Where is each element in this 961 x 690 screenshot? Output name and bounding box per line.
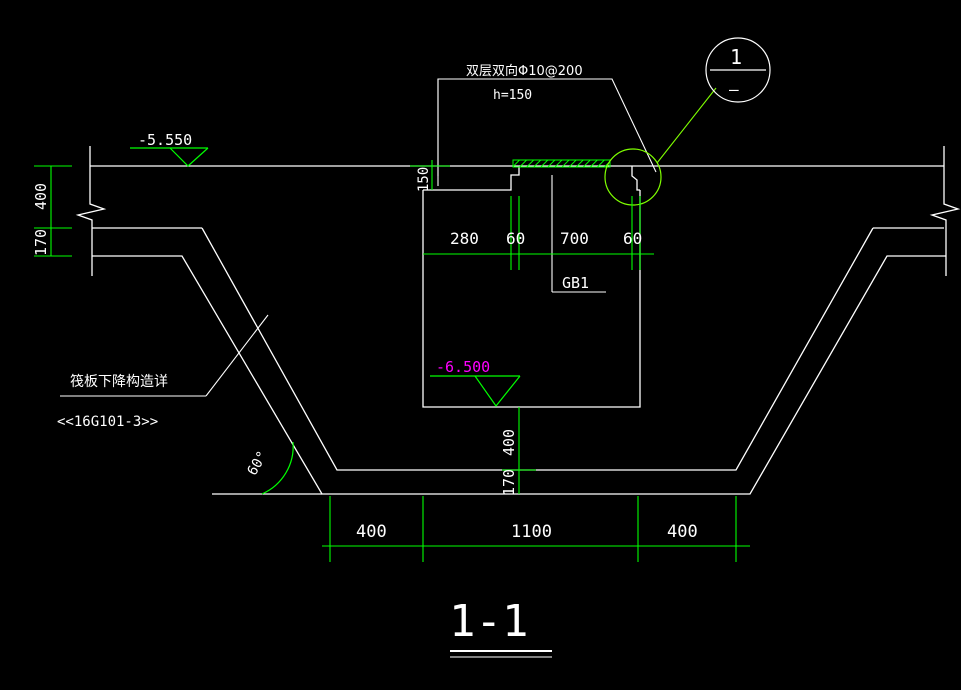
pit-box (422, 190, 641, 408)
rebar-callout: 双层双向Φ10@200 h=150 (437, 63, 657, 186)
rebar-thickness: h=150 (493, 88, 532, 103)
pit-inner-line (201, 227, 874, 471)
section-title-block: 1-1 (449, 596, 552, 658)
note-line-1: 筏板下降构造详 (70, 373, 168, 390)
elevation-marker-pit: -6.500 (430, 358, 521, 408)
dim-left-170: 170 (32, 229, 50, 256)
dim-pit-170: 170 (500, 469, 518, 496)
pit-outer-line (92, 255, 946, 495)
break-line-left (75, 146, 107, 276)
detail-callout: 1 – (604, 37, 771, 206)
dim-pit-400: 400 (500, 429, 518, 456)
dim-bottom-400-left: 400 (356, 522, 387, 542)
cover-plate (512, 159, 611, 168)
dims-top-run (423, 196, 654, 270)
detail-sheet: – (729, 80, 739, 99)
dim-bottom-400-right: 400 (667, 522, 698, 542)
dim-280: 280 (450, 229, 479, 248)
dim-60-right: 60 (623, 229, 642, 248)
ledge-notch-right (631, 166, 640, 191)
slab-outline (75, 146, 961, 495)
note-line-2: <<16G101-3>> (57, 414, 158, 430)
angle-label: 60° (245, 448, 272, 478)
beam-label: GB1 (562, 274, 589, 292)
elevation-marker-top: -5.550 (130, 131, 209, 167)
note-callout: 筏板下降构造详 <<16G101-3>> (57, 314, 269, 430)
dim-bottom-1100: 1100 (511, 522, 552, 542)
detail-number: 1 (730, 45, 742, 69)
dims-pit (502, 407, 536, 494)
break-line-right (929, 146, 961, 276)
elevation-pit-label: -6.500 (436, 358, 490, 376)
dim-ledge-150: 150 (416, 167, 432, 192)
dim-700: 700 (560, 229, 589, 248)
rebar-spec: 双层双向Φ10@200 (466, 63, 583, 79)
beam-callout: GB1 (551, 175, 606, 293)
section-title: 1-1 (449, 596, 528, 647)
dims-ledge (410, 160, 450, 190)
elevation-top-label: -5.550 (138, 131, 192, 149)
ledge-notch (423, 166, 520, 191)
angle-mark: 60° (245, 441, 294, 495)
dim-60-left: 60 (506, 229, 525, 248)
dim-left-400: 400 (32, 183, 50, 210)
detail-circle-small (604, 148, 662, 206)
detail-circle-big (705, 37, 771, 103)
dims-bottom-run (322, 496, 750, 562)
dims-left (34, 165, 72, 257)
